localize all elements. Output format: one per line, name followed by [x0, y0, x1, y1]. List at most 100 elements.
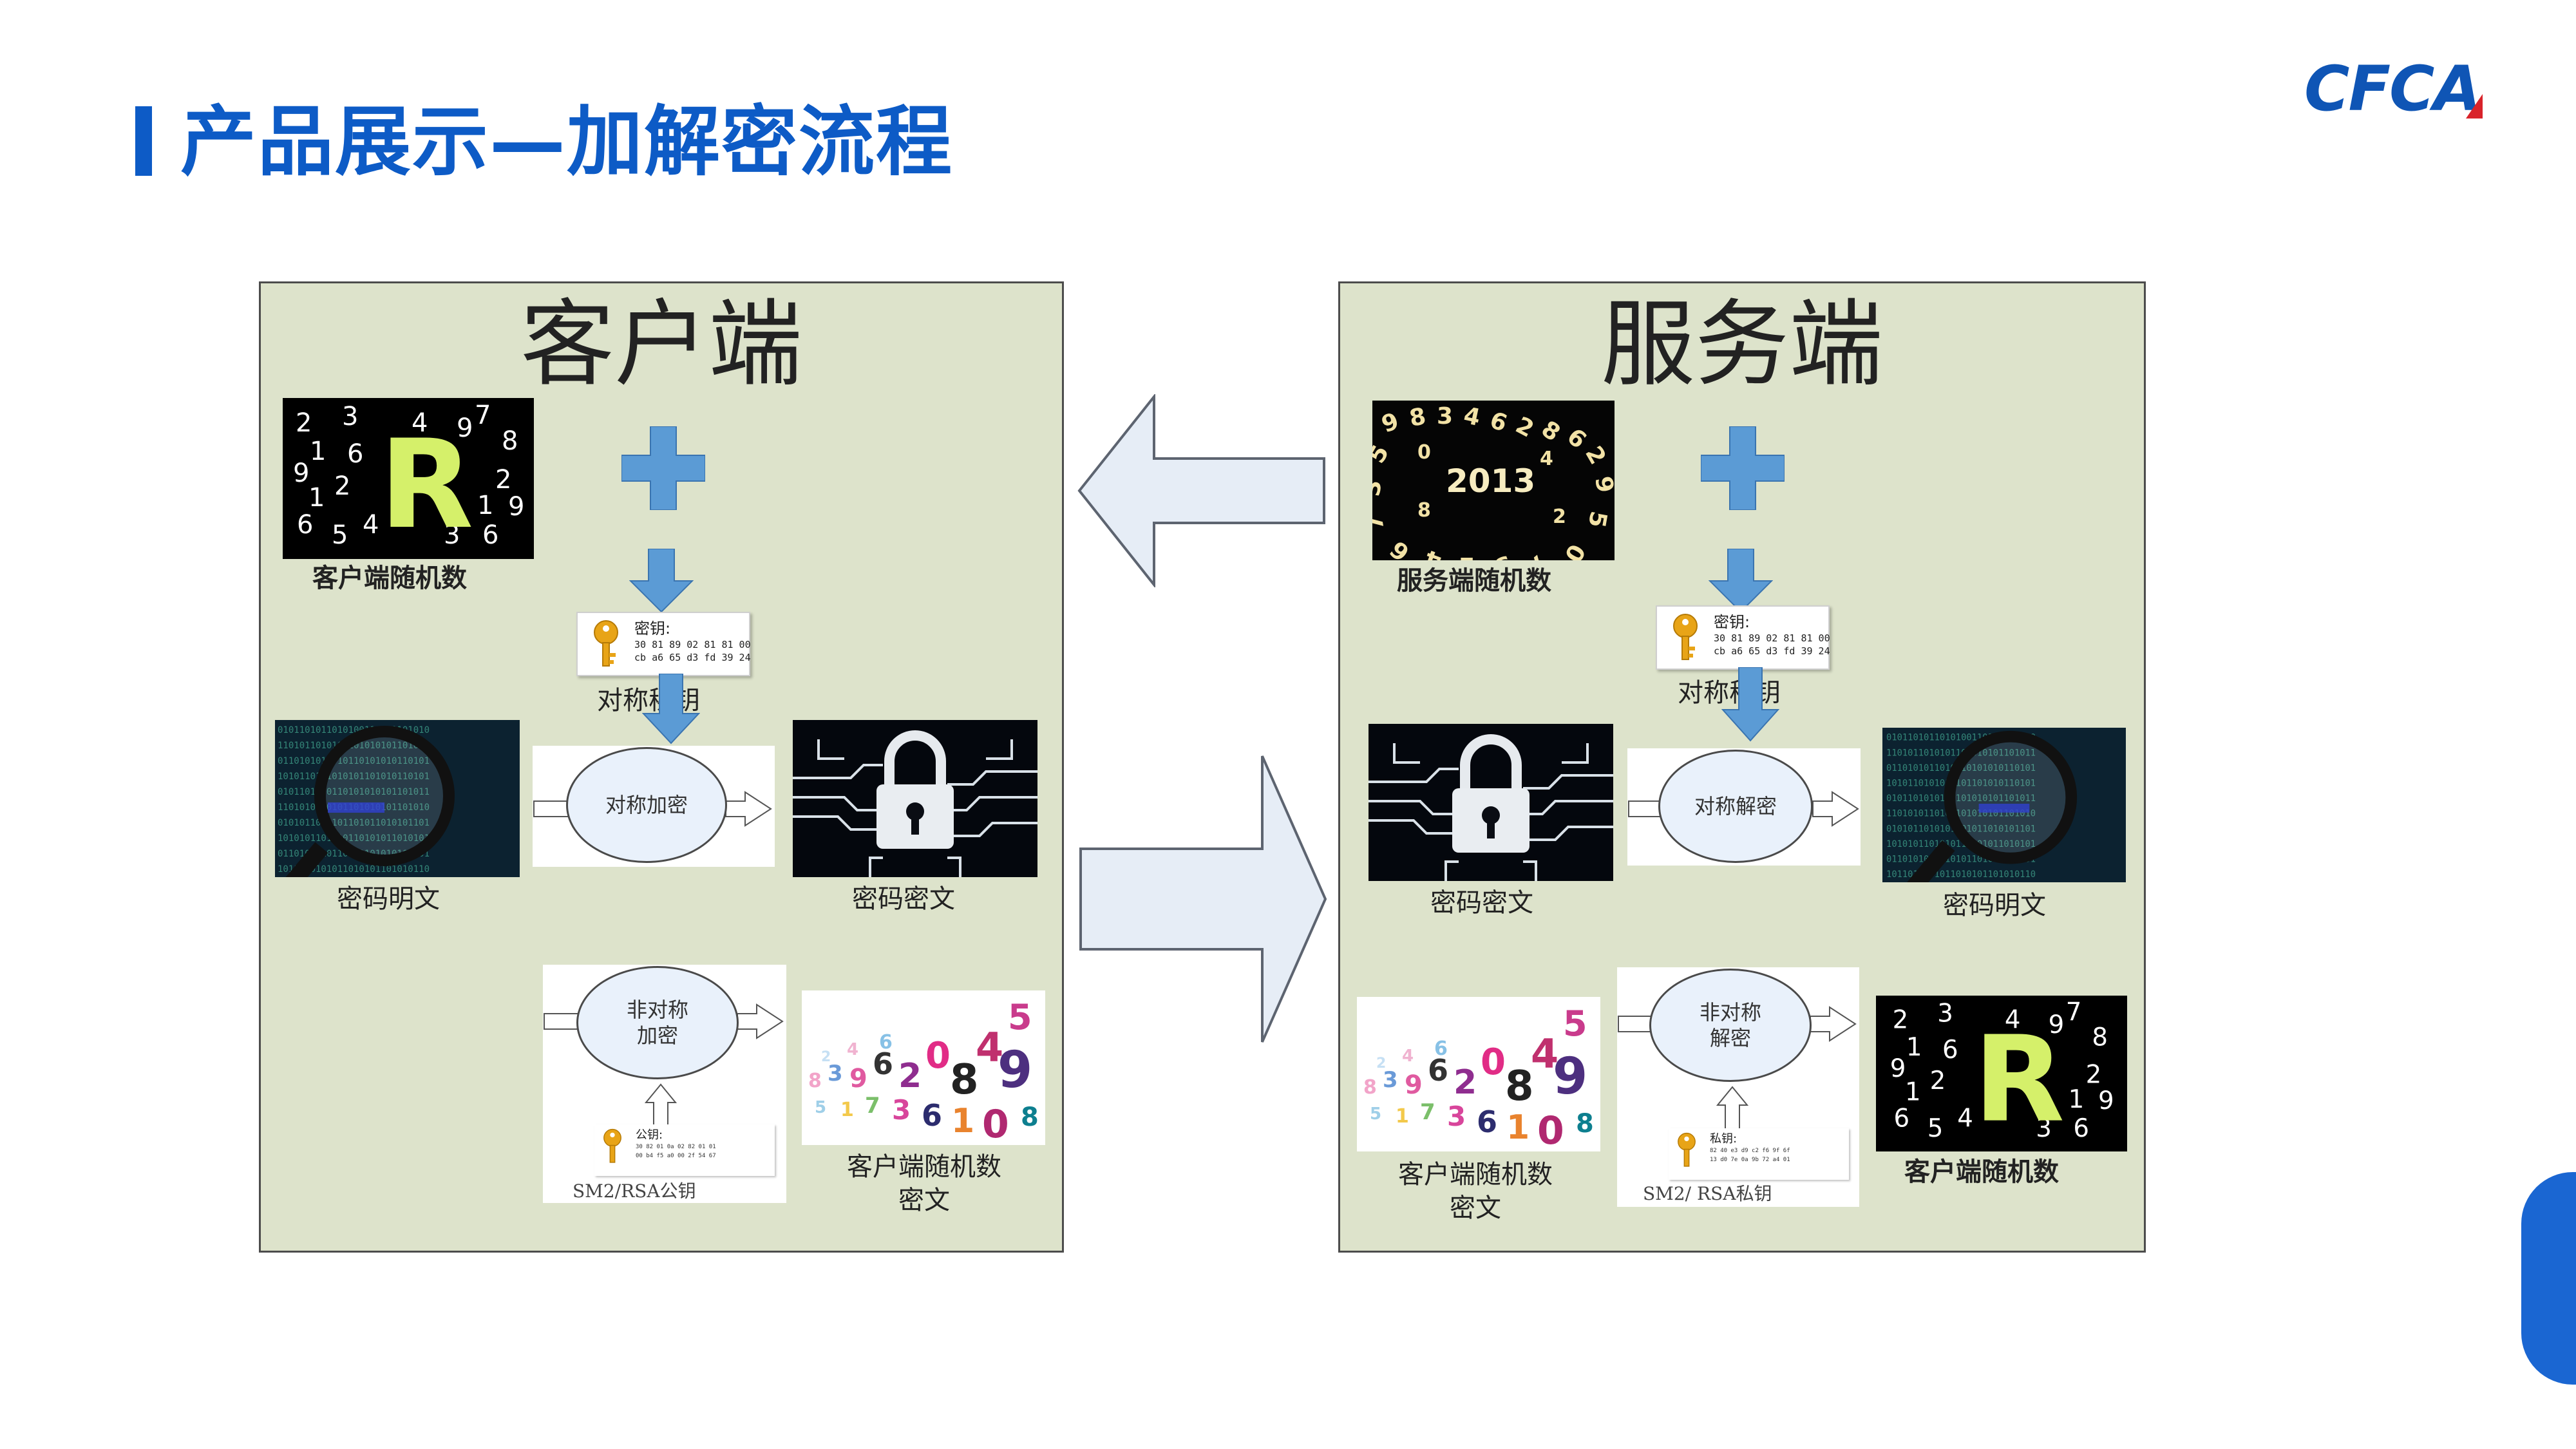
down-arrow-icon	[1709, 549, 1773, 613]
svg-text:6: 6	[922, 1098, 942, 1133]
svg-text:0: 0	[1559, 540, 1590, 561]
title-accent-bar	[135, 106, 152, 176]
server-decrypt-ellipse: 对称解密	[1658, 750, 1813, 863]
logo-flag-mark	[2465, 94, 2483, 118]
svg-text:2: 2	[1511, 412, 1538, 443]
svg-text:1: 1	[951, 1102, 974, 1141]
svg-text:7: 7	[2066, 998, 2082, 1027]
svg-text:5: 5	[1372, 440, 1394, 468]
server-plaintext-image: 0101101011010100110101101010110101101010…	[1882, 728, 2126, 882]
up-arrow-icon	[1716, 1086, 1748, 1130]
svg-text:0: 0	[982, 1102, 1009, 1145]
client-asym-ellipse: 非对称加密	[576, 966, 739, 1079]
server-asym-ellipse: 非对称解密	[1649, 969, 1812, 1082]
svg-text:8: 8	[1537, 416, 1565, 447]
svg-text:1: 1	[1459, 552, 1475, 560]
svg-text:0101011010101101011010101101: 0101011010101101011010101101	[278, 818, 430, 828]
svg-text:1010101101010110101011010101: 1010101101010110101011010101	[278, 833, 430, 844]
svg-text:9: 9	[1405, 1070, 1423, 1100]
client-random-label: 客户端随机数	[312, 563, 467, 593]
svg-text:2: 2	[1376, 1056, 1386, 1072]
server-title: 服务端	[1601, 290, 1883, 399]
svg-text:8: 8	[1021, 1103, 1039, 1132]
asym-decrypt-card: 非对称解密 私钥: 82 40 e3 d9 c2 f6 9f 6f 13 d0 …	[1617, 967, 1859, 1207]
svg-text:3: 3	[1372, 478, 1387, 498]
svg-text:4: 4	[2005, 1005, 2021, 1034]
privkey-hex-1: 82 40 e3 d9 c2 f6 9f 6f	[1710, 1148, 1790, 1154]
svg-text:4: 4	[1540, 448, 1553, 470]
pubkey-hex-1: 30 82 01 0a 02 82 01 01	[636, 1144, 716, 1150]
down-arrow-icon	[1721, 667, 1779, 742]
svg-text:3: 3	[1447, 1101, 1466, 1132]
big-letter-r: R	[1973, 1011, 2065, 1149]
privkey-hex-2: 13 d0 7e 0a 9b 72 a4 01	[1710, 1157, 1790, 1163]
svg-text:9: 9	[1890, 1054, 1906, 1083]
corner-decoration	[2521, 1172, 2576, 1385]
svg-text:6: 6	[1385, 535, 1415, 560]
key-hex-line-1: 30 81 89 02 81 81 00	[1714, 632, 1830, 644]
server-plaintext-label: 密码明文	[1943, 891, 2046, 920]
down-arrow-icon	[629, 549, 694, 613]
svg-text:2: 2	[1454, 1063, 1477, 1102]
client-random-cipher-label: 客户端随机数密文	[821, 1150, 1027, 1217]
right-arrow-icon	[1079, 755, 1327, 1043]
svg-text:3: 3	[2036, 1114, 2052, 1143]
svg-text:1010110101010101101010110101: 1010110101010101101010110101	[278, 772, 430, 782]
client-ciphertext-label: 密码密文	[852, 884, 955, 914]
svg-text:4: 4	[412, 408, 428, 438]
random-cipher-line-2: 密文	[898, 1186, 950, 1215]
year-text: 2013	[1446, 462, 1535, 500]
svg-text:2: 2	[821, 1049, 831, 1065]
key-icon	[1678, 1132, 1696, 1167]
cfca-logo: CFCA	[2304, 50, 2483, 128]
svg-text:8: 8	[1407, 403, 1428, 432]
svg-text:2: 2	[1580, 442, 1611, 469]
asym-label-2: 解密	[1709, 1026, 1751, 1050]
svg-text:1011010101011010101101010110: 1011010101011010101101010110	[1886, 869, 2036, 880]
svg-text:7: 7	[865, 1093, 880, 1119]
svg-text:1: 1	[1906, 1033, 1922, 1062]
svg-text:3: 3	[444, 520, 460, 550]
svg-text:2: 2	[495, 465, 511, 495]
svg-text:0: 0	[925, 1035, 951, 1077]
magnifier-icon: 0101101011010100110101101010110101101010…	[278, 725, 455, 877]
client-encrypt-ellipse: 对称加密	[566, 747, 727, 863]
server-sym-key-label: 对称秘钥	[1678, 678, 1781, 708]
server-random-label: 服务端随机数	[1397, 565, 1551, 596]
svg-text:1: 1	[310, 437, 326, 466]
svg-text:7: 7	[1372, 513, 1390, 533]
svg-text:6: 6	[1486, 407, 1511, 437]
svg-text:9: 9	[849, 1064, 867, 1094]
svg-text:9: 9	[2098, 1086, 2114, 1115]
svg-text:2: 2	[1553, 506, 1566, 528]
svg-text:0: 0	[1537, 1108, 1564, 1151]
svg-text:2: 2	[898, 1057, 922, 1095]
svg-text:6: 6	[879, 1031, 893, 1054]
svg-text:1: 1	[1905, 1078, 1921, 1107]
svg-text:9: 9	[457, 413, 473, 443]
server-random-cipher-label: 客户端随机数密文	[1372, 1158, 1578, 1225]
svg-text:2: 2	[334, 471, 350, 501]
svg-text:9: 9	[508, 492, 524, 522]
svg-text:2: 2	[296, 408, 312, 438]
svg-text:4: 4	[1957, 1104, 1973, 1133]
asym-encrypt-card: 非对称加密 公钥: 30 82 01 0a 02 82 01 01 00 b4 …	[543, 965, 786, 1203]
client-plaintext-label: 密码明文	[337, 884, 440, 914]
svg-text:6: 6	[482, 520, 498, 550]
server-ciphertext-image	[1368, 724, 1613, 881]
svg-text:1: 1	[308, 483, 325, 513]
server-ciphertext-label: 密码密文	[1430, 888, 1533, 918]
svg-text:6: 6	[2073, 1114, 2089, 1143]
svg-text:6: 6	[1428, 1053, 1448, 1088]
svg-text:5: 5	[332, 520, 348, 550]
plus-icon	[621, 426, 705, 510]
svg-text:4: 4	[1531, 1030, 1558, 1077]
svg-text:4: 4	[976, 1024, 1003, 1071]
svg-text:9: 9	[293, 459, 309, 488]
svg-text:4: 4	[1402, 1046, 1414, 1066]
svg-text:6: 6	[1562, 423, 1591, 454]
svg-text:1010101101010110101011010101: 1010101101010110101011010101	[1886, 839, 2036, 849]
